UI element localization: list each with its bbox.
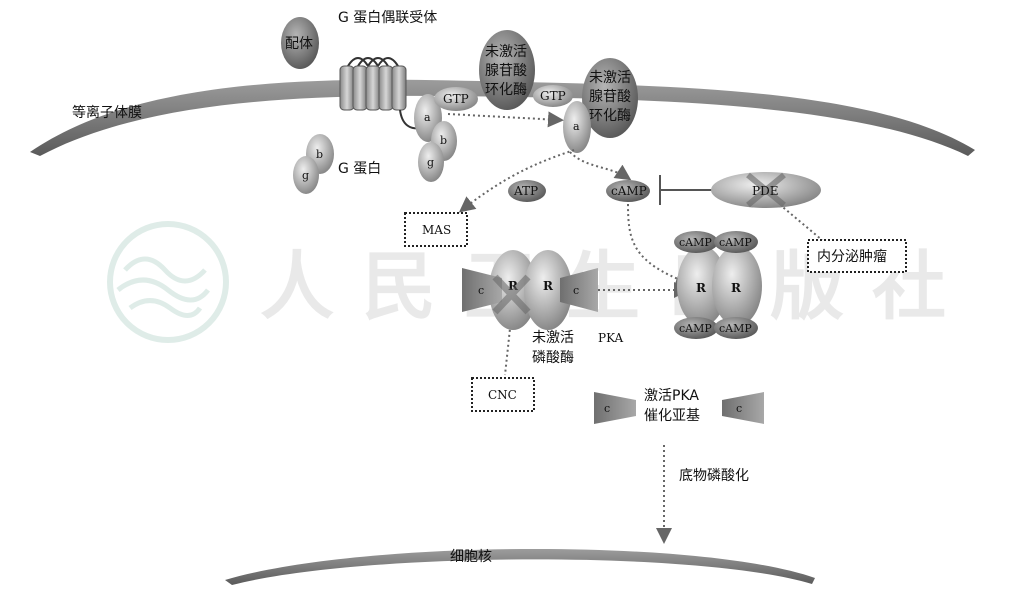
svg-text:c: c: [736, 402, 742, 415]
ligand: [281, 17, 319, 69]
membrane-label: 等离子体膜: [72, 104, 142, 121]
adenylyl-cyclase-inactive-1: 未激活 腺苷酸 环化酶: [479, 30, 535, 110]
svg-text:MAS: MAS: [422, 223, 451, 237]
pka-label: PKA: [598, 331, 624, 345]
svg-text:b: b: [440, 134, 447, 147]
svg-text:PDE: PDE: [752, 184, 778, 198]
svg-text:R: R: [508, 279, 519, 293]
plasma-membrane: [30, 79, 975, 156]
svg-text:c: c: [573, 284, 579, 297]
nucleus-label: 细胞核: [450, 549, 492, 565]
svg-text:ATP: ATP: [513, 184, 538, 198]
g-alpha-gtp: a GTP: [533, 85, 591, 153]
svg-text:cAMP: cAMP: [719, 236, 752, 249]
svg-text:c: c: [604, 402, 610, 415]
svg-text:cAMP: cAMP: [679, 236, 712, 249]
atp: [508, 180, 546, 202]
gpcr-receptor: [339, 57, 423, 130]
svg-text:内分泌肿瘤: 内分泌肿瘤: [817, 248, 887, 265]
svg-text:cAMP: cAMP: [719, 322, 752, 335]
mas-box: [404, 212, 468, 247]
nucleus-membrane: [225, 548, 815, 585]
svg-text:cAMP: cAMP: [679, 322, 712, 335]
svg-text:R: R: [731, 281, 742, 295]
endocrine-tumor-box: [807, 239, 907, 273]
svg-text:g: g: [302, 169, 309, 182]
pka-regulatory-camp: R R cAMP cAMP cAMP cAMP: [674, 231, 762, 339]
svg-text:a: a: [424, 111, 431, 124]
svg-text:未激活: 未激活: [589, 69, 631, 86]
ligand-label: 配体: [285, 36, 313, 52]
svg-text:a: a: [573, 120, 580, 133]
svg-text:激活PKA: 激活PKA: [644, 387, 699, 404]
gpcr-label: G 蛋白偶联受体: [338, 10, 437, 26]
g-protein-bound: a b g GTP: [414, 87, 478, 182]
pka-catalytic-active: c c 激活PKA 催化亚基: [594, 387, 764, 424]
svg-text:环化酶: 环化酶: [485, 82, 527, 98]
pka-inactive-holoenzyme: c c R R: [462, 250, 598, 330]
svg-text:R: R: [543, 279, 554, 293]
svg-text:CNC: CNC: [488, 388, 517, 402]
svg-text:R: R: [696, 281, 707, 295]
svg-text:c: c: [478, 284, 484, 297]
svg-text:未激活: 未激活: [485, 43, 527, 60]
adenylyl-cyclase-inactive-2: 未激活 腺苷酸 环化酶: [582, 58, 638, 138]
g-protein-free: b g: [293, 134, 334, 194]
svg-text:未激活: 未激活: [532, 329, 574, 346]
substrate-phosphorylation-label: 底物磷酸化: [679, 468, 749, 484]
pde: PDE: [711, 172, 821, 208]
svg-text:GTP: GTP: [540, 89, 566, 103]
svg-text:cAMP: cAMP: [611, 184, 647, 198]
svg-text:环化酶: 环化酶: [589, 108, 631, 124]
camp: [606, 180, 650, 202]
svg-text:GTP: GTP: [443, 92, 469, 106]
svg-text:腺苷酸: 腺苷酸: [485, 63, 527, 79]
svg-text:b: b: [316, 148, 323, 161]
cnc-box: [471, 377, 535, 412]
svg-text:g: g: [427, 156, 434, 169]
svg-text:催化亚基: 催化亚基: [644, 407, 700, 424]
svg-text:磷酸酶: 磷酸酶: [532, 350, 574, 366]
g-protein-label: G 蛋白: [338, 161, 381, 177]
svg-text:腺苷酸: 腺苷酸: [589, 89, 631, 105]
pde-inhibition: [659, 175, 720, 205]
